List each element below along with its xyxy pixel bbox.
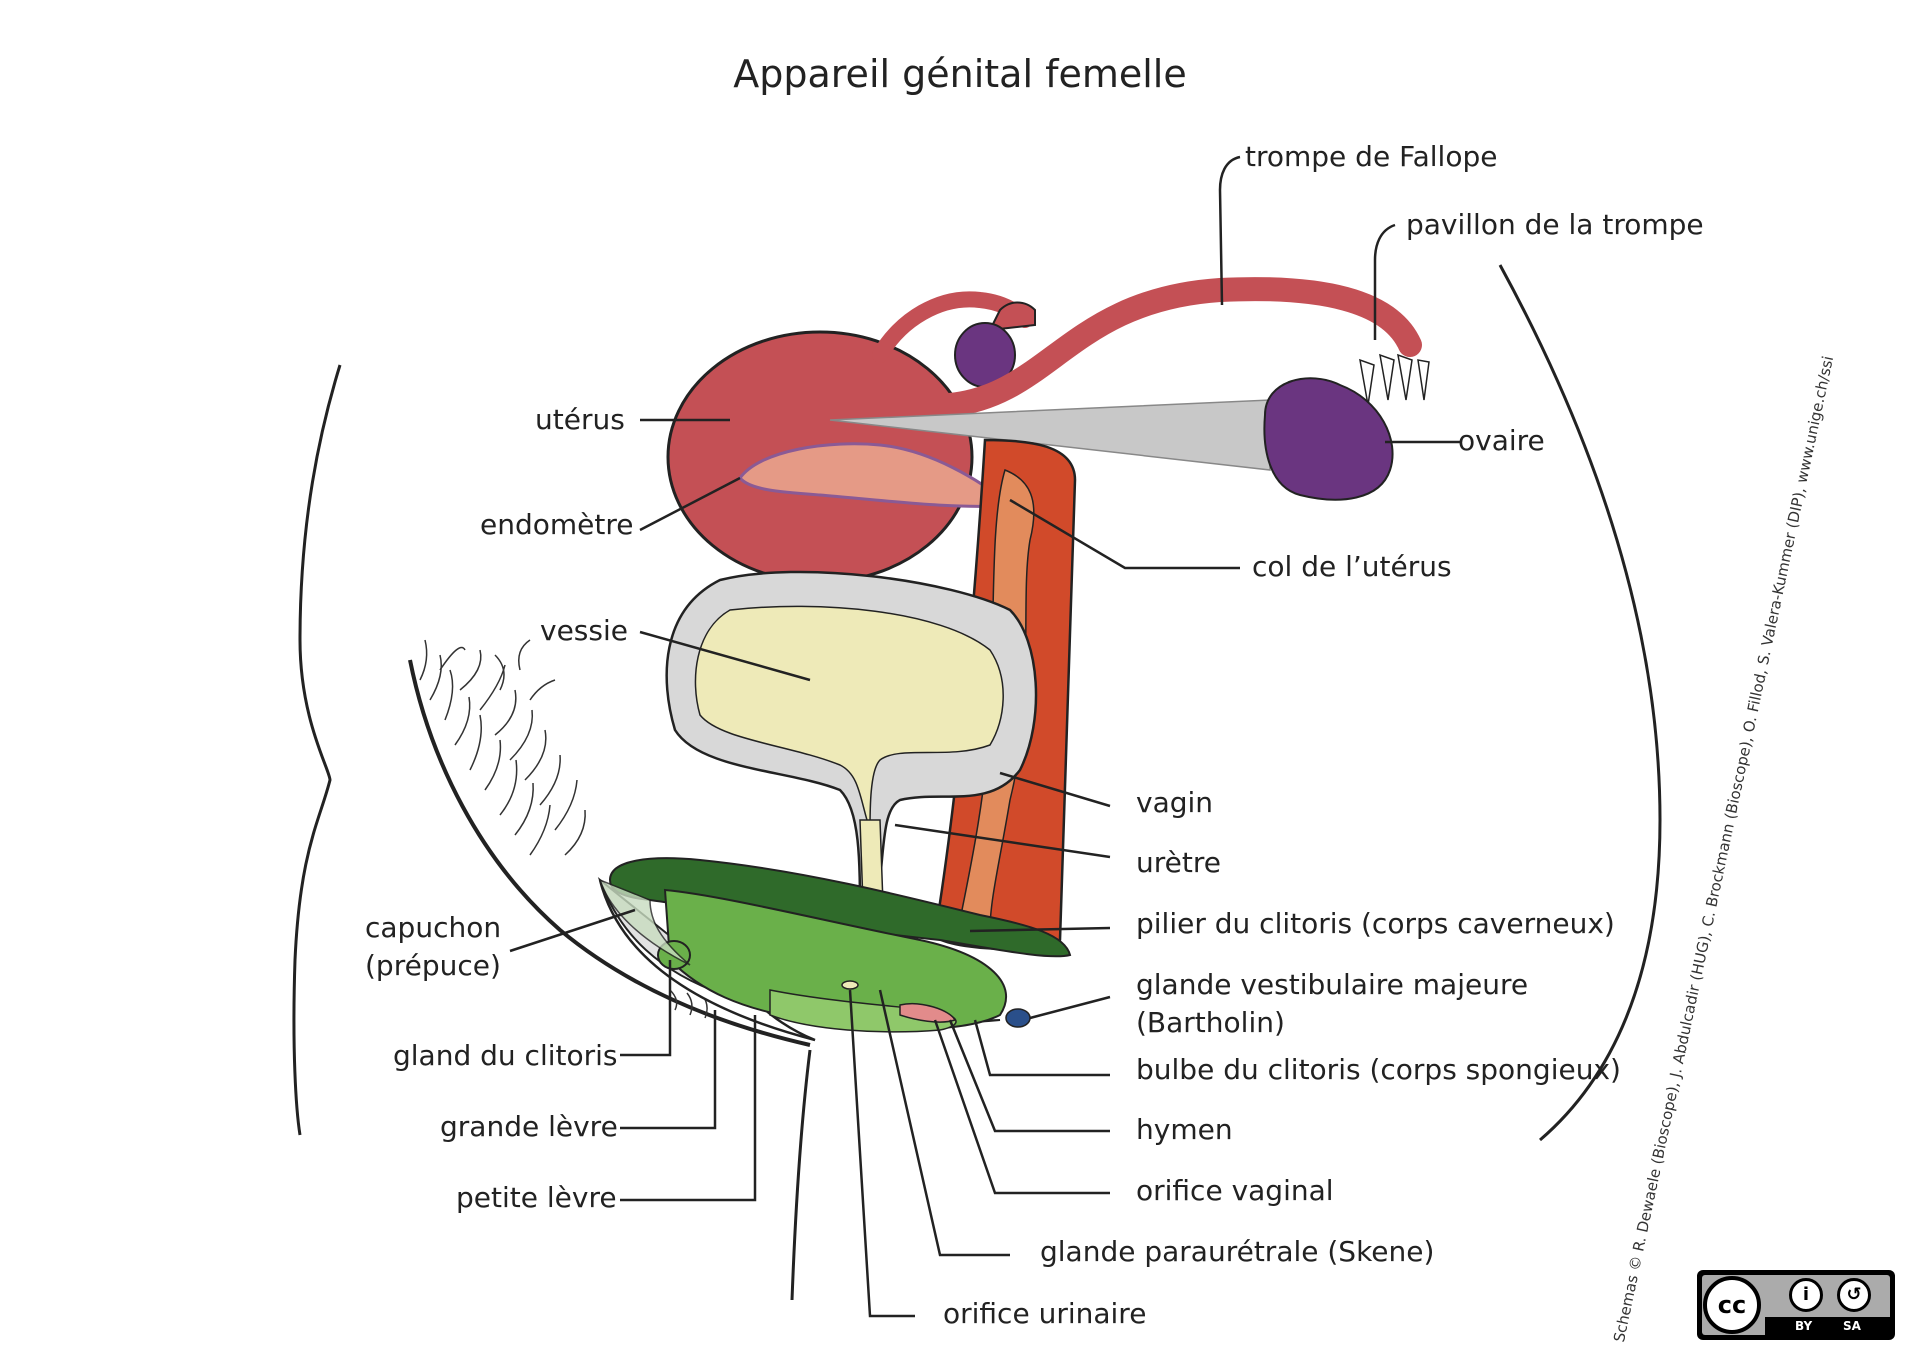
label-vessie: vessie — [540, 614, 628, 647]
perineum-outline — [790, 1049, 812, 1301]
fimbriae — [1359, 353, 1430, 406]
attribution-icon: i — [1789, 1278, 1823, 1312]
mons-pubis — [408, 659, 811, 1047]
label-orifice-vaginal: orifice vaginal — [1136, 1174, 1334, 1207]
label-ovaire: ovaire — [1458, 424, 1545, 457]
label-bartholin: (Bartholin) — [1136, 1006, 1285, 1039]
bartholin-gland — [1005, 1008, 1031, 1028]
body-outline-front — [1498, 264, 1662, 1142]
clitoris-hood — [598, 878, 691, 966]
license-sa: SA — [1843, 1319, 1861, 1333]
label-endometre: endomètre — [480, 508, 634, 541]
page-title: Appareil génital femelle — [733, 52, 1187, 96]
right-fallopian-tube — [938, 277, 1422, 417]
cc-badge-band — [1765, 1317, 1890, 1335]
label-uretre: urètre — [1136, 846, 1221, 879]
clitoris-bulb — [769, 989, 957, 1033]
pubic-hair — [419, 639, 708, 1019]
right-ovary — [1263, 377, 1394, 501]
label-orifice-urinaire: orifice urinaire — [943, 1297, 1147, 1330]
label-skene: glande paraurétrale (Skene) — [1040, 1235, 1435, 1268]
label-pavillon: pavillon de la trompe — [1406, 208, 1704, 241]
cc-logo-icon: cc — [1703, 1276, 1761, 1334]
grande-levre-shape — [598, 879, 816, 1042]
urinary-orifice-shape — [841, 980, 859, 990]
label-capuchon: capuchon — [365, 911, 502, 944]
label-prepuce: (prépuce) — [365, 949, 501, 982]
bladder-lumen — [694, 605, 1004, 831]
label-vagin: vagin — [1136, 786, 1214, 819]
leader-lines — [509, 155, 1460, 1318]
label-grande-levre: grande lèvre — [440, 1110, 618, 1143]
label-gland: gland du clitoris — [393, 1039, 618, 1072]
share-alike-icon: ↺ — [1837, 1278, 1871, 1312]
label-hymen: hymen — [1136, 1113, 1233, 1146]
label-trompe: trompe de Fallope — [1245, 140, 1498, 173]
label-pilier: pilier du clitoris (corps caverneux) — [1136, 907, 1615, 940]
vaginal-orifice-shape — [899, 1003, 957, 1023]
body-outline-back — [292, 364, 342, 1136]
label-glande-vestibulaire: glande vestibulaire majeure — [1136, 968, 1529, 1001]
cc-license-badge[interactable]: cc i ↺ BY SA — [1697, 1270, 1895, 1340]
label-bulbe: bulbe du clitoris (corps spongieux) — [1136, 1053, 1621, 1086]
label-uterus: utérus — [535, 403, 625, 436]
clitoris-body — [663, 888, 1007, 1030]
label-petite-levre: petite lèvre — [456, 1181, 617, 1214]
label-col: col de l’utérus — [1252, 550, 1452, 583]
license-by: BY — [1795, 1319, 1813, 1333]
